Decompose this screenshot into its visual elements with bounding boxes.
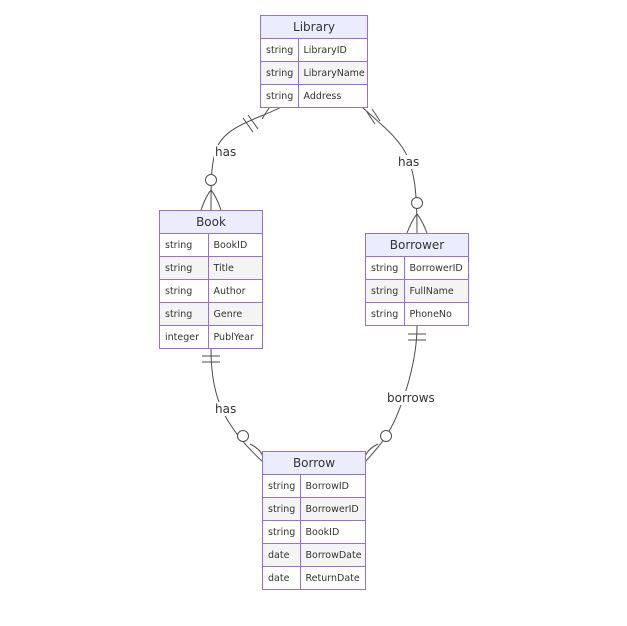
entity-title: Borrower	[366, 234, 468, 257]
attribute-type: date	[263, 543, 301, 567]
attribute-row: string BorrowerID	[263, 497, 365, 521]
rel-label-borrower-borrow: borrows	[386, 391, 436, 405]
entity-title: Borrow	[263, 452, 365, 475]
attribute-row: string BorrowerID	[366, 257, 468, 280]
attribute-table: string BorrowID string BorrowerID string…	[263, 475, 365, 589]
entity-library[interactable]: Library string LibraryID string LibraryN…	[260, 15, 368, 108]
attribute-type: string	[263, 497, 301, 521]
edge-borrower-borrow	[364, 325, 418, 463]
marker-borrow-zero-circle-left	[237, 430, 249, 442]
attribute-name: BorrowID	[300, 475, 365, 498]
attribute-row: integer PublYear	[160, 325, 262, 348]
attribute-table: string LibraryID string LibraryName stri…	[261, 39, 367, 107]
entity-borrower[interactable]: Borrower string BorrowerID string FullNa…	[365, 233, 469, 326]
attribute-name: BorrowerID	[404, 257, 468, 280]
attribute-type: string	[263, 475, 301, 498]
marker-library-exactly-one-book	[242, 114, 259, 133]
attribute-row: string Author	[160, 279, 262, 303]
attribute-type: string	[160, 256, 209, 280]
marker-borrower-many-crowfoot	[406, 213, 428, 234]
entity-book[interactable]: Book string BookID string Title string A…	[159, 210, 263, 349]
entity-title: Book	[160, 211, 262, 234]
attribute-name: Genre	[208, 302, 262, 326]
attribute-table: string BookID string Title string Author…	[160, 234, 262, 348]
attribute-row: string LibraryID	[261, 39, 367, 62]
attribute-type: string	[160, 279, 209, 303]
entity-title: Library	[261, 16, 367, 39]
attribute-type: string	[366, 279, 405, 303]
rel-label-book-borrow: has	[214, 402, 238, 416]
marker-library-exactly-one-borrower	[366, 108, 381, 125]
marker-borrow-zero-circle-right	[380, 430, 392, 442]
marker-borrow-many-crowfoot-right	[363, 443, 379, 475]
attribute-row: string Address	[261, 84, 367, 107]
attribute-name: BookID	[300, 520, 365, 544]
marker-book-many-crowfoot	[200, 189, 222, 211]
attribute-row: string BookID	[263, 520, 365, 544]
attribute-type: string	[261, 61, 299, 85]
marker-borrower-exactly-one-borrow	[408, 333, 426, 341]
attribute-row: string Genre	[160, 302, 262, 326]
attribute-name: Address	[298, 84, 367, 107]
marker-book-exactly-one-borrow	[202, 355, 220, 363]
entity-borrow[interactable]: Borrow string BorrowID string BorrowerID…	[262, 451, 366, 590]
attribute-type: string	[160, 234, 209, 257]
attribute-name: LibraryName	[298, 61, 367, 85]
attribute-name: BorrowerID	[300, 497, 365, 521]
edge-book-borrow	[210, 348, 264, 463]
attribute-type: string	[366, 302, 405, 325]
attribute-type: string	[366, 257, 405, 280]
attribute-name: Title	[208, 256, 262, 280]
attribute-row: date BorrowDate	[263, 543, 365, 567]
attribute-name: ReturnDate	[300, 566, 365, 589]
attribute-row: string FullName	[366, 279, 468, 303]
attribute-name: Author	[208, 279, 262, 303]
edge-library-borrower	[361, 106, 418, 234]
attribute-name: PublYear	[208, 325, 262, 348]
rel-label-library-book: has	[214, 145, 238, 159]
attribute-name: BorrowDate	[300, 543, 365, 567]
attribute-table: string BorrowerID string FullName string…	[366, 257, 468, 325]
attribute-name: PhoneNo	[404, 302, 468, 325]
attribute-row: string PhoneNo	[366, 302, 468, 325]
attribute-row: string BorrowID	[263, 475, 365, 498]
attribute-name: FullName	[404, 279, 468, 303]
attribute-row: string BookID	[160, 234, 262, 257]
attribute-row: string Title	[160, 256, 262, 280]
marker-borrower-zero-circle	[411, 197, 423, 209]
attribute-type: date	[263, 566, 301, 589]
rel-label-library-borrower: has	[397, 155, 421, 169]
attribute-row: date ReturnDate	[263, 566, 365, 589]
attribute-type: string	[261, 39, 299, 62]
attribute-row: string LibraryName	[261, 61, 367, 85]
marker-book-zero-circle	[205, 174, 217, 186]
attribute-type: string	[160, 302, 209, 326]
attribute-type: string	[261, 84, 299, 107]
attribute-type: integer	[160, 325, 209, 348]
attribute-name: LibraryID	[298, 39, 367, 62]
attribute-name: BookID	[208, 234, 262, 257]
attribute-type: string	[263, 520, 301, 544]
